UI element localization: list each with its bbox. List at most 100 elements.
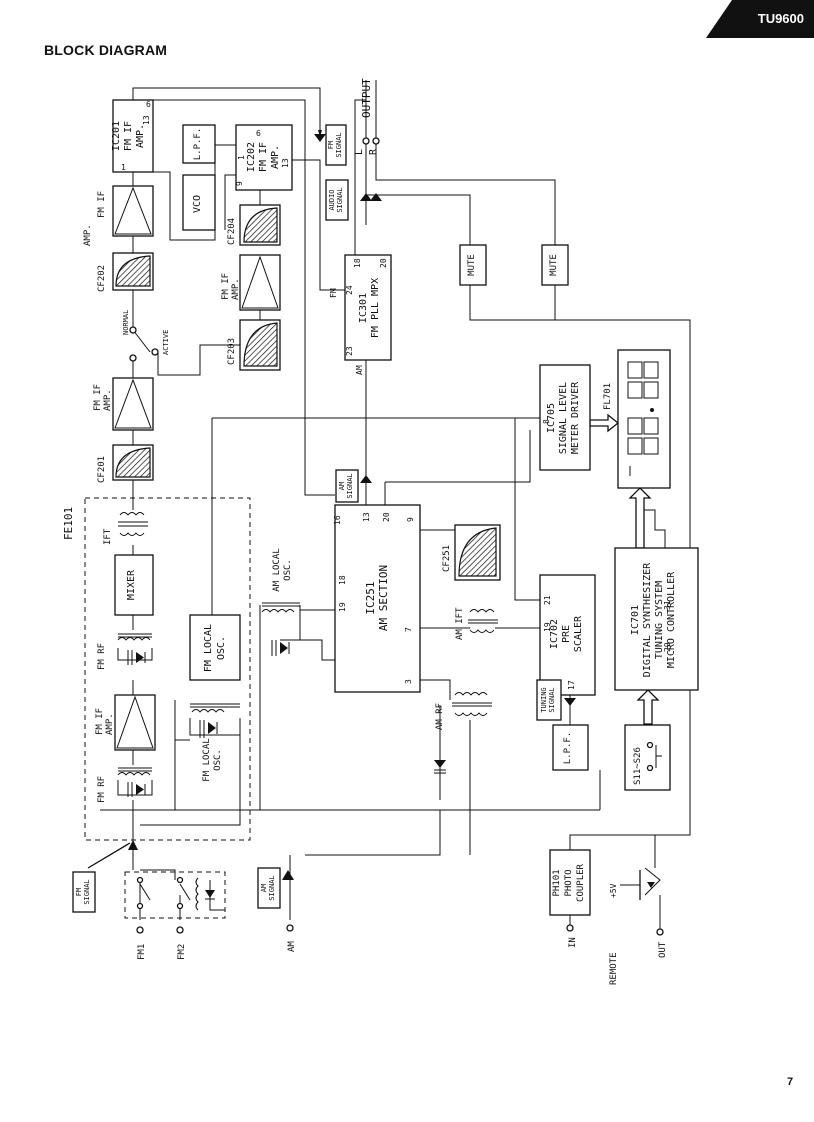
am-ift-transformer	[468, 609, 498, 633]
ic202-block	[235, 124, 293, 191]
fm-local-osc-tank	[189, 703, 241, 738]
lpf-top-block	[182, 124, 216, 164]
vco-block	[182, 174, 216, 231]
model-tab: TU9600	[706, 0, 814, 38]
cf201-label: CF201	[97, 456, 107, 483]
amp-triangle-upper	[114, 186, 152, 235]
active-label: ACTIVE	[162, 330, 170, 355]
fm-signal-bottom-line1: FM	[75, 888, 83, 896]
am-signal-bottom-box	[257, 867, 281, 909]
amp-triangle-lower	[114, 378, 152, 429]
cf203-label: CF203	[227, 338, 237, 365]
am-signal-mid-line2: SIGNAL	[346, 473, 354, 498]
mute-block-r	[541, 244, 569, 286]
ic702-line2: PRE	[561, 625, 572, 643]
fm-if-amp-middle	[239, 254, 281, 311]
am-jack	[286, 924, 294, 932]
ic251-pin-9: 9	[406, 517, 415, 522]
cf202-label: CF202	[97, 265, 107, 292]
remote-in-jack	[566, 924, 574, 932]
am-signal-bottom-line2: SIGNAL	[268, 875, 276, 900]
fm-if-amp-lower-label2: AMP.	[103, 389, 113, 411]
ic201-line3: AMP.	[135, 124, 146, 148]
fm-if-amp-lower	[112, 377, 154, 431]
fl701-segments	[627, 361, 659, 476]
ic702-pin-21: 21	[543, 595, 552, 605]
ic705-line3: METER DRIVER	[570, 381, 581, 454]
output-l-label: L	[354, 149, 365, 155]
ic301-line2: FM PLL MPX	[370, 278, 381, 338]
fm-signal-bottom-box	[72, 871, 96, 913]
ic201-line2: FM IF	[123, 121, 134, 151]
fl701-decimal-point	[650, 408, 654, 412]
ic702-name: IC702	[549, 619, 560, 649]
ic201-block	[112, 99, 154, 173]
am-input-label: AM	[287, 941, 297, 952]
fm-local-osc-tank-line2: OSC.	[213, 749, 223, 771]
ph101-name: PH101	[552, 869, 562, 896]
model-label: TU9600	[757, 11, 804, 26]
fm-if-amp-middle-label: FM IF	[221, 273, 231, 300]
output-r-jack	[372, 137, 380, 145]
ic705-name: IC705	[546, 403, 557, 433]
cf251-filter	[458, 527, 497, 577]
output-label: OUTPUT	[360, 78, 373, 118]
lpf-bottom-block	[552, 724, 589, 771]
fm-if-amp-middle-label2: AMP.	[231, 278, 241, 300]
fm-rf-circuit-lower	[117, 767, 153, 797]
fm2-jack	[176, 926, 184, 934]
tuning-signal-box	[536, 679, 562, 721]
ic301-block	[344, 254, 392, 361]
fe101-frame	[84, 497, 251, 841]
remote-out-label: OUT	[658, 941, 668, 958]
am-signal-box-mid	[335, 469, 359, 503]
ic301-fm-input: FM	[329, 288, 338, 298]
cf203-filter	[243, 322, 278, 367]
am-ift-label: AM IFT	[455, 607, 465, 640]
page-number: 7	[787, 1076, 794, 1088]
remote-out-jack	[656, 928, 664, 936]
ic702-line3: SCALER	[573, 615, 584, 652]
fm1-jack	[136, 926, 144, 934]
cf251-label: CF251	[442, 545, 452, 572]
fe101-label: FE101	[62, 507, 75, 540]
tuning-signal-line2: SIGNAL	[548, 687, 556, 712]
ic705-pin-8: 8	[542, 419, 551, 424]
ic251-pin-13: 13	[362, 512, 371, 522]
remote-label: REMOTE	[609, 952, 619, 985]
ic251-pin-16: 16	[333, 515, 342, 525]
ph101-block	[549, 849, 591, 916]
remote-in-label: IN	[568, 937, 578, 948]
ic701-pin-31: 31	[663, 600, 672, 610]
am-signal-mid-line1: AM	[338, 482, 346, 490]
am-rf-transformer	[434, 692, 492, 774]
ic202-pin-6: 6	[256, 129, 261, 138]
fm-if-amp-fe-label2: AMP.	[105, 713, 115, 735]
fm-if-amp-lower-label: FM IF	[93, 384, 103, 411]
ic701-line2: DIGITAL SYNTHESIZER	[642, 562, 653, 677]
ic201-pin-13: 13	[142, 115, 151, 125]
ic701-line3: TUNING SYSTEM	[654, 581, 665, 659]
ic701-name: IC701	[630, 605, 641, 635]
ic251-pin-3: 3	[404, 679, 413, 684]
ic251-block	[334, 504, 421, 693]
ic201-pin-1: 1	[121, 163, 126, 172]
am-rf-label: AM RF	[435, 703, 445, 730]
fm-if-amp-upper-label2: AMP.	[83, 224, 93, 246]
fm-signal-top-line2: SIGNAL	[335, 132, 343, 157]
ic301-pin-23: 23	[345, 346, 354, 356]
fm-if-amp-fe	[114, 694, 156, 751]
ic202-pin-13: 13	[281, 158, 290, 168]
ph101-line3: COUPLER	[576, 863, 586, 902]
plus-5v-label: +5V	[609, 883, 618, 898]
fm-if-amp-upper-label: FM IF	[97, 191, 107, 218]
ift-transformer	[118, 512, 148, 536]
ic251-pin-7: 7	[404, 627, 413, 632]
ic201-name: IC201	[111, 121, 122, 151]
ic702-pin-19: 19	[543, 622, 552, 632]
ic251-line2: AM SECTION	[377, 565, 390, 631]
am-local-osc-line1: AM LOCAL	[272, 548, 282, 591]
signal-arrows	[87, 130, 655, 888]
mixer-label: MIXER	[126, 569, 137, 600]
